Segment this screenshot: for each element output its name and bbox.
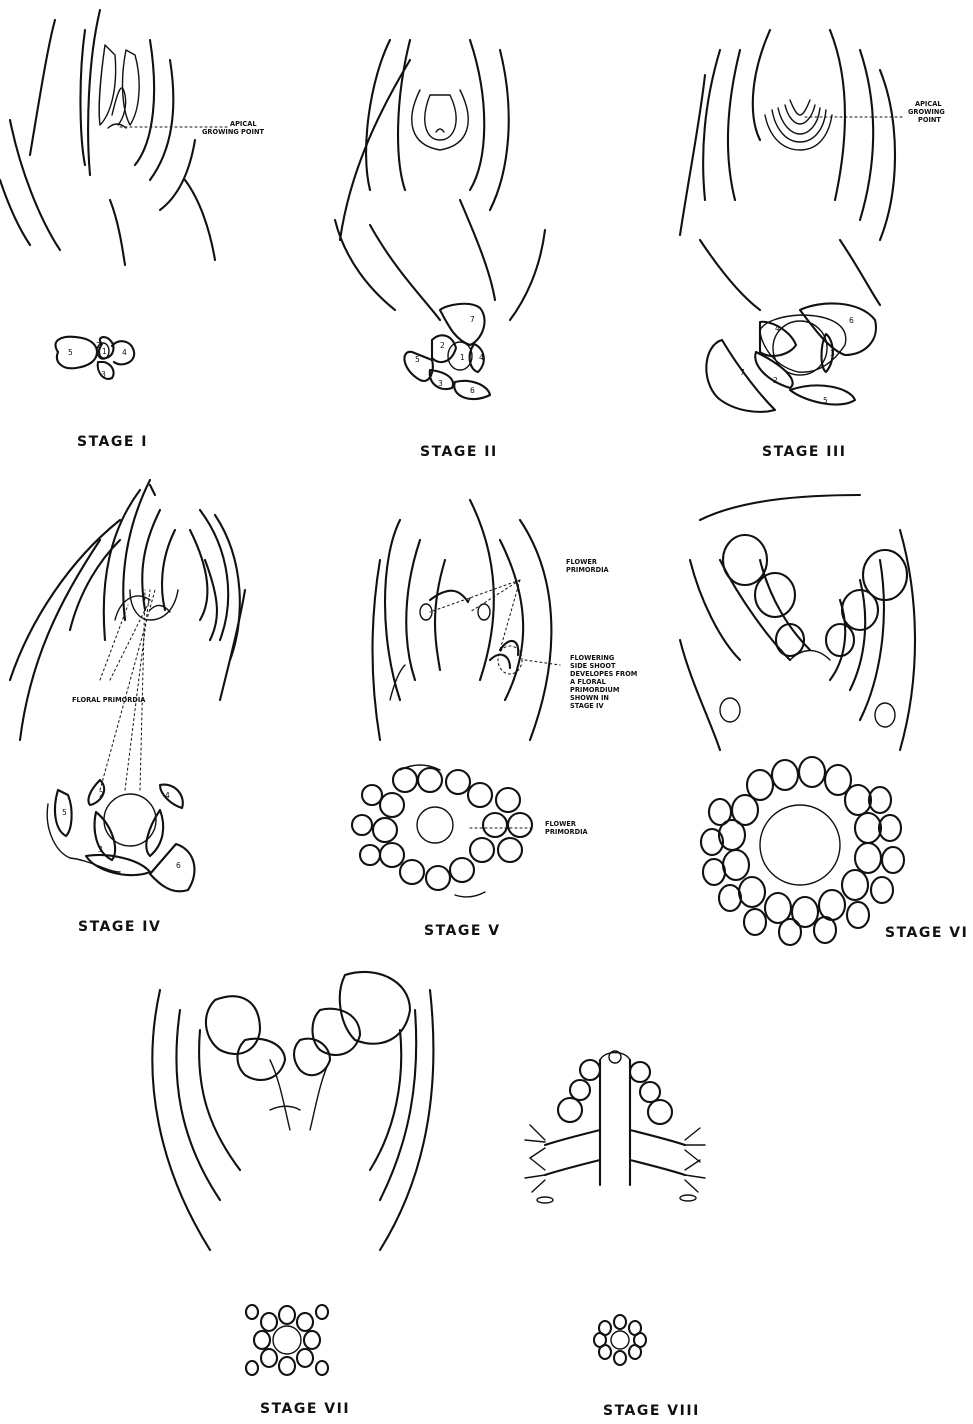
svg-text:5: 5: [68, 348, 73, 357]
svg-text:2: 2: [99, 790, 104, 799]
caption-stage-7: STAGE VII: [260, 1401, 350, 1417]
stage-1-longitudinal-section: [0, 10, 215, 265]
stage-7-longitudinal-section: [152, 972, 433, 1250]
svg-text:3: 3: [98, 845, 103, 854]
stage-3-cross-section: 6 4 3 2 7 5: [706, 303, 876, 411]
svg-text:1: 1: [102, 347, 107, 356]
stage-2-longitudinal-section: [335, 40, 545, 320]
label-apical-growing-point-1: APICAL GROWING POINT: [202, 120, 264, 136]
label-apical-growing-point-3: APICAL GROWING POINT: [908, 100, 947, 124]
svg-text:7: 7: [740, 368, 745, 377]
stage-8-inflorescence: [525, 1051, 705, 1203]
svg-text:4: 4: [165, 791, 170, 800]
caption-stage-3: STAGE III: [762, 444, 846, 460]
svg-text:6: 6: [176, 861, 181, 870]
svg-text:7: 7: [470, 315, 475, 324]
stage-5-longitudinal-section: [373, 500, 561, 740]
svg-text:5: 5: [823, 396, 828, 405]
svg-text:1: 1: [460, 353, 465, 362]
svg-text:3: 3: [438, 379, 443, 388]
stage-5-cross-section: [352, 765, 532, 897]
caption-stage-2: STAGE II: [420, 444, 498, 460]
label-flower-primordia: FLOWER PRIMORDIA: [566, 558, 610, 574]
svg-text:5: 5: [415, 355, 420, 364]
label-flowering-side-shoot: FLOWERING SIDE SHOOT DEVELOPES FROM A FL…: [570, 654, 640, 710]
svg-text:4: 4: [479, 353, 484, 362]
caption-stage-4: STAGE IV: [78, 919, 161, 935]
svg-text:3: 3: [830, 349, 835, 358]
caption-stage-8: STAGE VIII: [603, 1403, 700, 1419]
stage-8-cross-section: [594, 1315, 646, 1365]
svg-text:3: 3: [101, 370, 106, 379]
label-flower-primordia-2: FLOWER PRIMORDIA: [545, 820, 589, 836]
svg-text:6: 6: [470, 386, 475, 395]
svg-text:4: 4: [775, 324, 780, 333]
stage-7-cross-section: [246, 1305, 328, 1375]
label-floral-primordia: FLORAL PRIMORDIA: [72, 696, 146, 704]
svg-text:5: 5: [62, 808, 67, 817]
stage-6-longitudinal-section: [680, 495, 915, 750]
caption-stage-6: STAGE VI: [885, 925, 968, 941]
stage-3-longitudinal-section: [680, 30, 895, 310]
stage-1-cross-section: 5 2 1 4 3: [55, 337, 134, 379]
stage-4-cross-section: 5 2 4 3 6: [47, 590, 194, 891]
svg-text:4: 4: [122, 348, 127, 357]
stage-2-cross-section: 7 5 2 1 4 3 6: [404, 304, 490, 399]
caption-stage-1: STAGE I: [77, 434, 148, 450]
stage-6-cross-section: [701, 757, 904, 945]
caption-stage-5: STAGE V: [424, 923, 501, 939]
svg-text:2: 2: [96, 341, 101, 350]
svg-text:2: 2: [773, 376, 778, 385]
svg-text:2: 2: [440, 341, 445, 350]
svg-text:6: 6: [849, 316, 854, 325]
